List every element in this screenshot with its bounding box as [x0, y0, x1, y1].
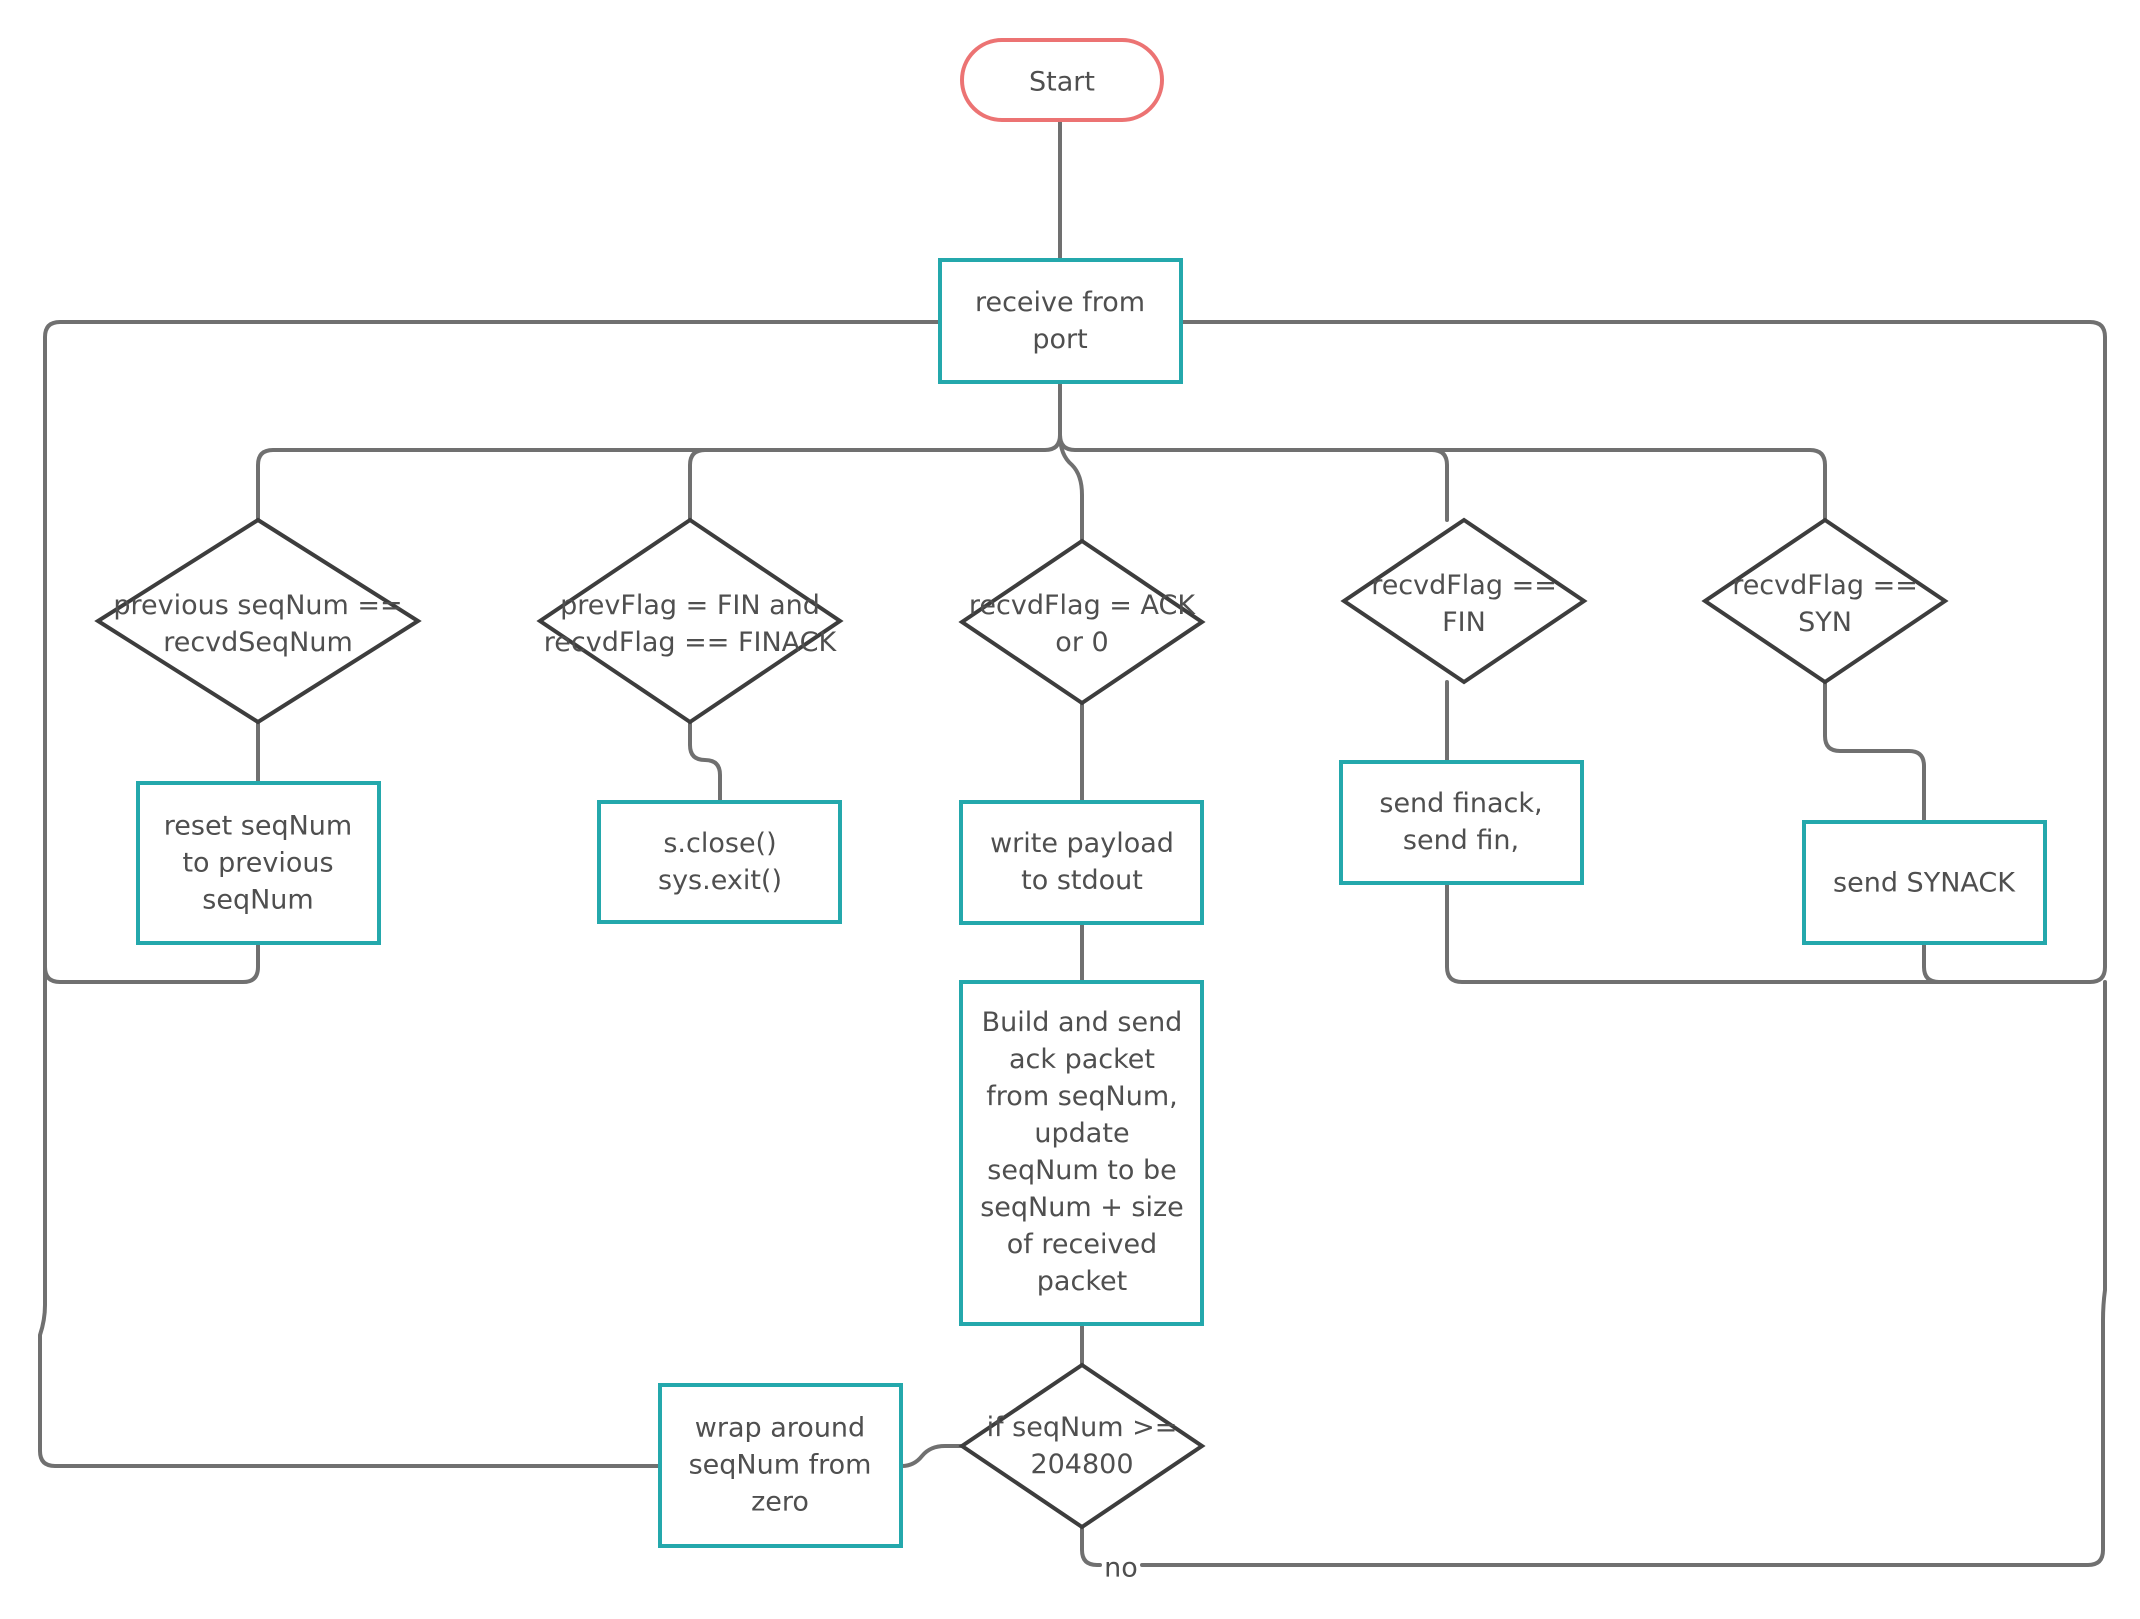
- wrap-around-label-line: wrap around: [695, 1413, 865, 1444]
- dec-prev-seq-label-line: previous seqNum ==: [113, 590, 402, 621]
- reset-seq-label-line: to previous: [182, 848, 333, 879]
- dec-wrap-label: if seqNum >= 204800: [987, 1412, 1178, 1480]
- dec-ack-label: recvdFlag = ACK or 0: [969, 590, 1196, 658]
- edge-send-finack-to-loop: [1445, 881, 1941, 984]
- edge-to-dec-fin: [1430, 448, 1449, 522]
- close-exit-process: s.close() sys.exit(): [597, 800, 842, 924]
- write-payload-process: write payload to stdout: [959, 800, 1204, 925]
- build-ack-label-line: of received: [1007, 1229, 1157, 1260]
- dec-fin-finack-label-line: recvdFlag == FINACK: [544, 627, 838, 658]
- dec-wrap-label-line: if seqNum >=: [987, 1412, 1178, 1443]
- connectors: [38, 118, 2107, 1567]
- build-ack-label-line: ack packet: [1009, 1044, 1155, 1075]
- dec-syn-label-line: recvdFlag ==: [1732, 570, 1918, 601]
- send-synack-label: send SYNACK: [1833, 868, 2016, 899]
- start-terminal: Start: [960, 38, 1164, 122]
- edge-no-loop: [1080, 980, 2107, 1567]
- wrap-around-label-line: seqNum from: [689, 1450, 872, 1481]
- send-finack-process: send finack, send fin,: [1339, 760, 1584, 885]
- dec-fin-label-line: FIN: [1442, 607, 1486, 638]
- dec-fin-label-line: recvdFlag ==: [1371, 570, 1557, 601]
- send-finack-label-line: send fin,: [1403, 825, 1519, 856]
- build-ack-label-line: update: [1034, 1118, 1129, 1149]
- dec-fin-label: recvdFlag == FIN: [1371, 570, 1557, 638]
- write-payload-label-line: write payload: [990, 828, 1174, 859]
- edge-label-no: no: [1104, 1553, 1138, 1584]
- build-ack-label-line: Build and send: [982, 1007, 1183, 1038]
- send-finack-label-line: send finack,: [1379, 788, 1542, 819]
- edge-to-dec-ack: [1058, 433, 1084, 543]
- dec-wrap-decision: if seqNum >= 204800: [958, 1362, 1206, 1530]
- edge-wrap-around-loop: [38, 965, 662, 1468]
- dec-fin-finack-label-line: prevFlag = FIN and: [560, 590, 820, 621]
- write-payload-label: write payload to stdout: [990, 828, 1174, 896]
- build-ack-process: Build and send ack packet from seqNum, upda…: [959, 980, 1204, 1326]
- dec-prev-seq-decision: previous seqNum == recvdSeqNum: [94, 517, 422, 725]
- edge-loop-inner-right: [1179, 320, 2107, 984]
- build-ack-label: Build and send ack packet from seqNum, upda…: [980, 1007, 1184, 1297]
- reset-seq-label-line: seqNum: [202, 885, 313, 916]
- dec-prev-seq-label: previous seqNum == recvdSeqNum: [113, 590, 402, 658]
- start-label: Start: [1029, 67, 1095, 98]
- build-ack-label-line: seqNum to be: [987, 1155, 1176, 1186]
- receive-label-line: receive from: [975, 287, 1145, 318]
- reset-seq-process: reset seqNum to previous seqNum: [136, 781, 381, 945]
- dec-ack-label-line: recvdFlag = ACK: [969, 590, 1196, 621]
- send-synack-label-line: send SYNACK: [1833, 868, 2016, 899]
- dec-wrap-label-line: 204800: [1030, 1449, 1133, 1480]
- close-exit-label: s.close() sys.exit(): [658, 828, 782, 896]
- dec-ack-label-line: or 0: [1055, 627, 1108, 658]
- close-exit-label-line: sys.exit(): [658, 865, 782, 896]
- dec-fin-finack-decision: prevFlag = FIN and recvdFlag == FINACK: [536, 517, 844, 725]
- dec-syn-label: recvdFlag == SYN: [1732, 570, 1918, 638]
- build-ack-label-line: seqNum + size: [980, 1192, 1184, 1223]
- edge-dec-wrap-to-wrap-around: [900, 1444, 964, 1468]
- dec-syn-label-line: SYN: [1798, 607, 1852, 638]
- dec-fin-finack-label: prevFlag = FIN and recvdFlag == FINACK: [544, 590, 838, 658]
- send-finack-label: send finack, send fin,: [1379, 788, 1542, 856]
- edge-fin-finack-to-close: [688, 720, 722, 804]
- send-synack-process: send SYNACK: [1802, 820, 2047, 945]
- edge-to-dec-fin-finack: [688, 448, 707, 522]
- dec-fin-decision: recvdFlag == FIN: [1340, 517, 1588, 685]
- dec-syn-decision: recvdFlag == SYN: [1701, 517, 1949, 685]
- close-exit-label-line: s.close(): [663, 828, 776, 859]
- dec-prev-seq-label-line: recvdSeqNum: [163, 627, 353, 658]
- wrap-around-label: wrap around seqNum from zero: [689, 1413, 872, 1518]
- wrap-around-label-line: zero: [751, 1487, 809, 1518]
- edge-branch-bus: [256, 433, 1827, 522]
- dec-ack-decision: recvdFlag = ACK or 0: [958, 538, 1206, 706]
- receive-label-line: port: [1032, 324, 1087, 355]
- receive-label: receive from port: [975, 287, 1145, 355]
- write-payload-label-line: to stdout: [1021, 865, 1143, 896]
- edge-syn-to-send-synack: [1823, 680, 1926, 824]
- receive-process: receive from port: [938, 258, 1183, 384]
- build-ack-label-line: packet: [1037, 1266, 1127, 1297]
- reset-seq-label-line: reset seqNum: [164, 811, 352, 842]
- wrap-around-process: wrap around seqNum from zero: [658, 1383, 903, 1548]
- reset-seq-label: reset seqNum to previous seqNum: [164, 811, 352, 916]
- edge-loop-inner-left: [43, 320, 942, 984]
- start-label-line: Start: [1029, 67, 1095, 98]
- build-ack-label-line: from seqNum,: [986, 1081, 1177, 1112]
